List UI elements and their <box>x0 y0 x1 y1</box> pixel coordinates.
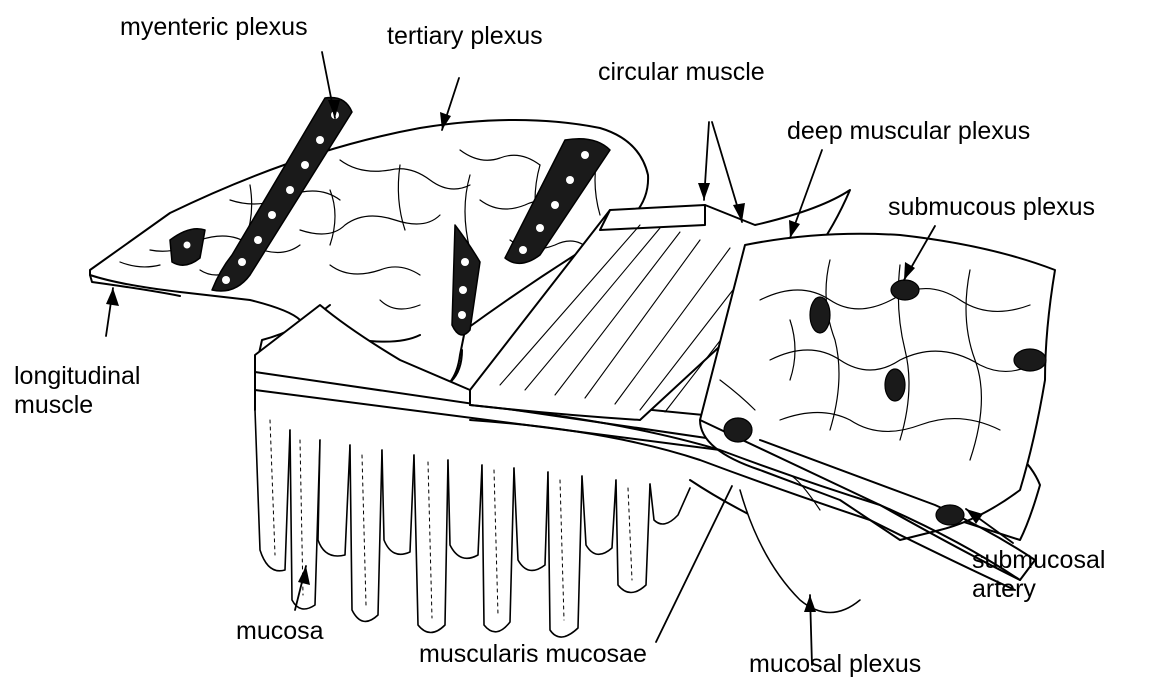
label-myenteric-plexus: myenteric plexus <box>120 13 308 42</box>
label-submucosal-artery-line-1: submucosal <box>972 546 1105 575</box>
label-submucous-plexus: submucous plexus <box>888 193 1095 222</box>
label-circular-muscle: circular muscle <box>598 58 765 87</box>
label-muscularis-mucosae: muscularis mucosae <box>419 640 647 669</box>
label-mucosal-plexus: mucosal plexus <box>749 650 921 679</box>
label-submucosal-artery: submucosal artery <box>972 546 1105 604</box>
label-deep-muscular-plexus: deep muscular plexus <box>787 117 1030 146</box>
label-longitudinal-muscle: longitudinal muscle <box>14 362 141 420</box>
label-submucosal-artery-line-2: artery <box>972 575 1105 604</box>
label-longitudinal-muscle-line-2: muscle <box>14 391 141 420</box>
label-mucosa: mucosa <box>236 617 324 646</box>
label-longitudinal-muscle-line-1: longitudinal <box>14 362 141 391</box>
label-tertiary-plexus: tertiary plexus <box>387 22 543 51</box>
